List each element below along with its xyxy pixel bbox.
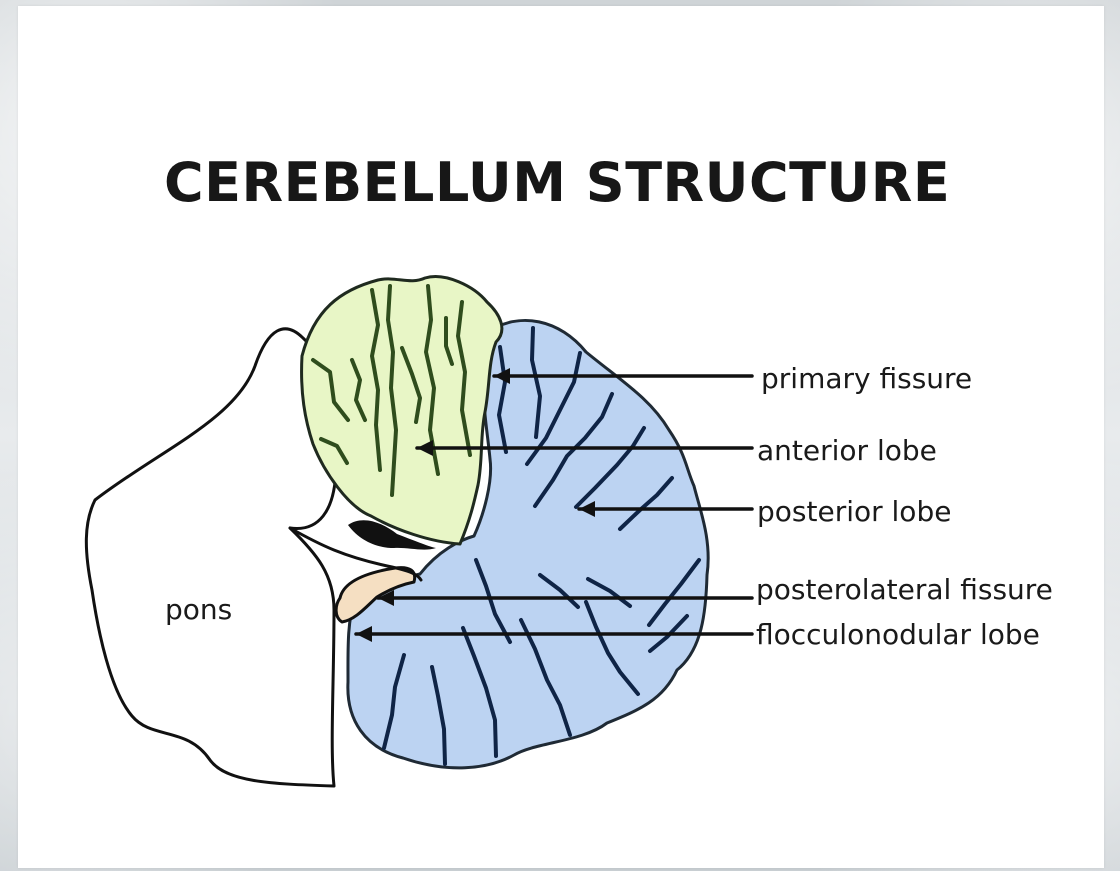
anterior-lobe	[302, 277, 502, 544]
pons-label: pons	[165, 593, 232, 626]
label-posterior-lobe: posterior lobe	[757, 495, 951, 528]
label-primary-fissure: primary fissure	[761, 362, 972, 395]
label-posterolateral-fissure: posterolateral fissure	[756, 573, 1053, 606]
label-flocculonodular-lobe: flocculonodular lobe	[756, 618, 1040, 651]
label-anterior-lobe: anterior lobe	[757, 434, 937, 467]
diagram-title: CEREBELLUM STRUCTURE	[164, 151, 950, 214]
pons-outline	[86, 329, 336, 786]
